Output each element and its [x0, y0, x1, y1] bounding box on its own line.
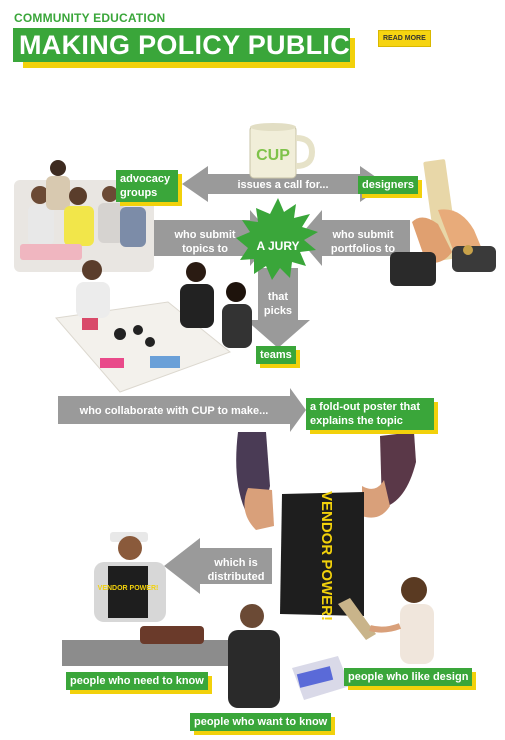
label-designers: designers — [358, 176, 418, 194]
label-need-to-know: people who need to know — [66, 672, 208, 690]
read-more-button[interactable]: READ MORE — [378, 30, 431, 47]
page-title-text: MAKING POLICY PUBLIC — [13, 28, 350, 62]
reader-photo — [228, 604, 350, 708]
section-kicker: COMMUNITY EDUCATION — [14, 11, 166, 25]
designers-photo — [390, 159, 496, 286]
mug-logo: CUP — [256, 147, 290, 164]
poster-title: VENDOR POWER! — [318, 491, 335, 621]
label-advocacy-groups: advocacy groups — [116, 170, 178, 202]
arrow-distributed — [164, 538, 272, 594]
advocacy-group-photo — [14, 160, 154, 272]
arrow-text-issues-call: issues a call for... — [237, 179, 329, 191]
woman-photo — [338, 577, 434, 664]
svg-text:VENDOR POWER!: VENDOR POWER! — [98, 585, 159, 592]
arrow-text-collaborate: who collaborate with CUP to make... — [79, 405, 269, 417]
arrow-collaborate — [58, 388, 306, 432]
label-want-to-know: people who want to know — [190, 713, 332, 731]
arrow-text-submit-topics: who submit topics to — [174, 229, 236, 255]
label-poster: a fold-out poster that explains the topi… — [306, 398, 434, 430]
label-teams: teams — [256, 346, 296, 364]
teams-photo — [55, 260, 252, 393]
arrow-submit-portfolios — [298, 210, 410, 266]
page-title: MAKING POLICY PUBLIC — [13, 28, 358, 70]
vendor-photo: VENDOR POWER! — [62, 532, 232, 666]
arrow-text-submit-portfolios: who submit portfolios to — [330, 229, 396, 255]
jury-starburst — [236, 198, 318, 280]
mug-illustration: CUP — [249, 123, 316, 179]
arrow-text-that-picks: that picks — [263, 291, 293, 317]
label-like-design: people who like design — [344, 668, 473, 686]
arrow-text-distributed: which is distributed to... — [207, 557, 265, 597]
arrow-shapes — [58, 166, 410, 594]
poster-photo: VENDOR POWER! — [236, 432, 416, 621]
arrow-issues-call — [182, 166, 386, 202]
arrow-submit-topics — [150, 210, 274, 266]
jury-label: A JURY — [256, 239, 300, 253]
arrow-that-picks — [246, 268, 310, 348]
